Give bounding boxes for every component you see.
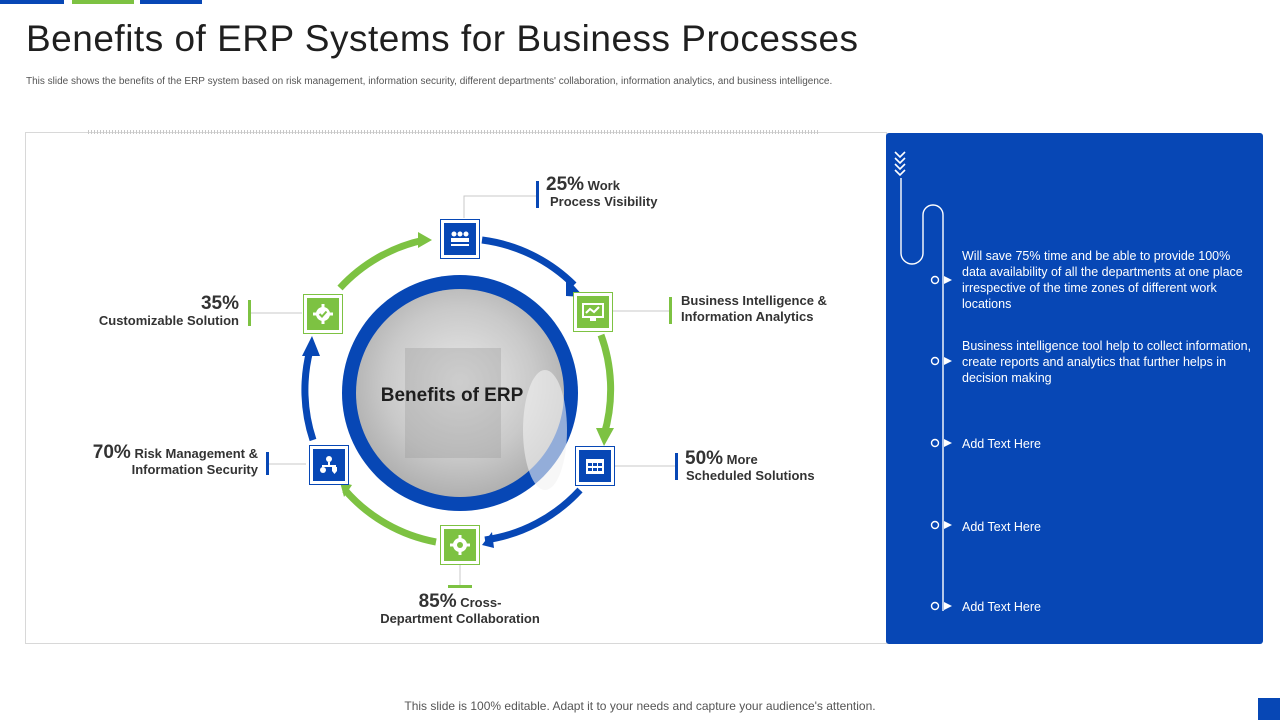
top-accent-bar-2	[72, 0, 134, 4]
timeline-item-2: Business intelligence tool help to colle…	[962, 339, 1252, 385]
accent-bar-top	[536, 181, 539, 208]
benefit-line1: Risk Management &	[134, 446, 258, 461]
benefit-line1: Business Intelligence &	[681, 293, 827, 308]
benefit-label-scheduled-solutions: 50% More Scheduled Solutions	[685, 448, 815, 484]
benefit-line2: Information Analytics	[681, 309, 814, 324]
analytics-screen-icon	[573, 292, 613, 332]
arc-right	[597, 333, 615, 436]
accent-bar-left	[266, 452, 269, 475]
corner-square	[1258, 698, 1280, 720]
arc-top-left	[337, 236, 425, 291]
benefit-label-business-intelligence: Business Intelligence & Information Anal…	[681, 293, 827, 325]
arrowhead-top-right	[566, 277, 584, 297]
benefit-label-cross-department: 85% Cross- Department Collaboration	[378, 591, 542, 627]
chevron-down-icon	[893, 150, 907, 178]
benefit-percent: 35%	[200, 293, 239, 314]
arrowhead-right	[596, 428, 614, 446]
calendar-grid-icon	[575, 446, 615, 486]
photo-person-shape	[523, 370, 567, 490]
top-accent-bar-3	[140, 0, 202, 4]
benefit-label-risk-management: 70% Risk Management & Information Securi…	[60, 442, 258, 478]
benefit-line1: More	[726, 452, 758, 467]
center-label: Benefits of ERP	[380, 385, 524, 406]
benefit-percent: 85%	[418, 591, 457, 612]
gear-check-icon	[303, 294, 343, 334]
arc-left	[301, 349, 317, 442]
dotted-divider	[88, 130, 820, 134]
arrowhead-bottom-right	[482, 532, 494, 548]
benefit-label-work-visibility: 25% Work Process Visibility	[546, 174, 658, 210]
benefit-percent: 70%	[92, 442, 131, 463]
timeline-item-3: Add Text Here	[962, 437, 1041, 451]
hierarchy-shield-icon	[309, 445, 349, 485]
benefit-line2: Scheduled Solutions	[686, 468, 815, 483]
gear-collaboration-icon	[440, 525, 480, 565]
timeline-track	[900, 178, 952, 611]
timeline-item-4: Add Text Here	[962, 520, 1041, 534]
arc-top-right	[481, 236, 577, 288]
timeline-panel	[886, 133, 1263, 644]
arc-bottom-right	[484, 487, 583, 544]
arrowhead-left	[302, 336, 320, 356]
people-network-icon	[440, 219, 480, 259]
benefit-line2: Department Collaboration	[380, 611, 540, 626]
arc-bottom-left	[342, 487, 437, 546]
page-title: Benefits of ERP Systems for Business Pro…	[26, 18, 859, 59]
accent-bar-right	[675, 453, 678, 480]
connector-top	[463, 195, 537, 218]
center-photo	[356, 289, 564, 497]
benefit-label-customizable-solution: 35% Customizable Solution	[60, 293, 239, 329]
benefit-line2: Customizable Solution	[98, 313, 239, 328]
benefit-percent: 50%	[685, 448, 724, 469]
page-subtitle: This slide shows the benefits of the ERP…	[26, 76, 833, 87]
benefit-line2: Information Security	[131, 462, 258, 477]
timeline-item-1: Will save 75% time and be able to provid…	[962, 249, 1243, 311]
footer-note: This slide is 100% editable. Adapt it to…	[404, 699, 876, 713]
timeline-item-5: Add Text Here	[962, 600, 1041, 614]
accent-bar-top-left	[248, 300, 251, 326]
top-accent-bar-1	[0, 0, 64, 4]
benefit-line1: Work	[587, 178, 620, 193]
benefit-percent: 25%	[546, 174, 585, 195]
benefit-line2: Process Visibility	[550, 194, 658, 209]
accent-bar-bottom	[448, 585, 472, 588]
accent-bar-top-right	[669, 297, 672, 324]
photo-board-shape	[405, 348, 501, 458]
arrowhead-top-left	[418, 232, 432, 248]
benefit-line1: Cross-	[460, 595, 502, 610]
arrowhead-bottom-left	[340, 482, 352, 497]
